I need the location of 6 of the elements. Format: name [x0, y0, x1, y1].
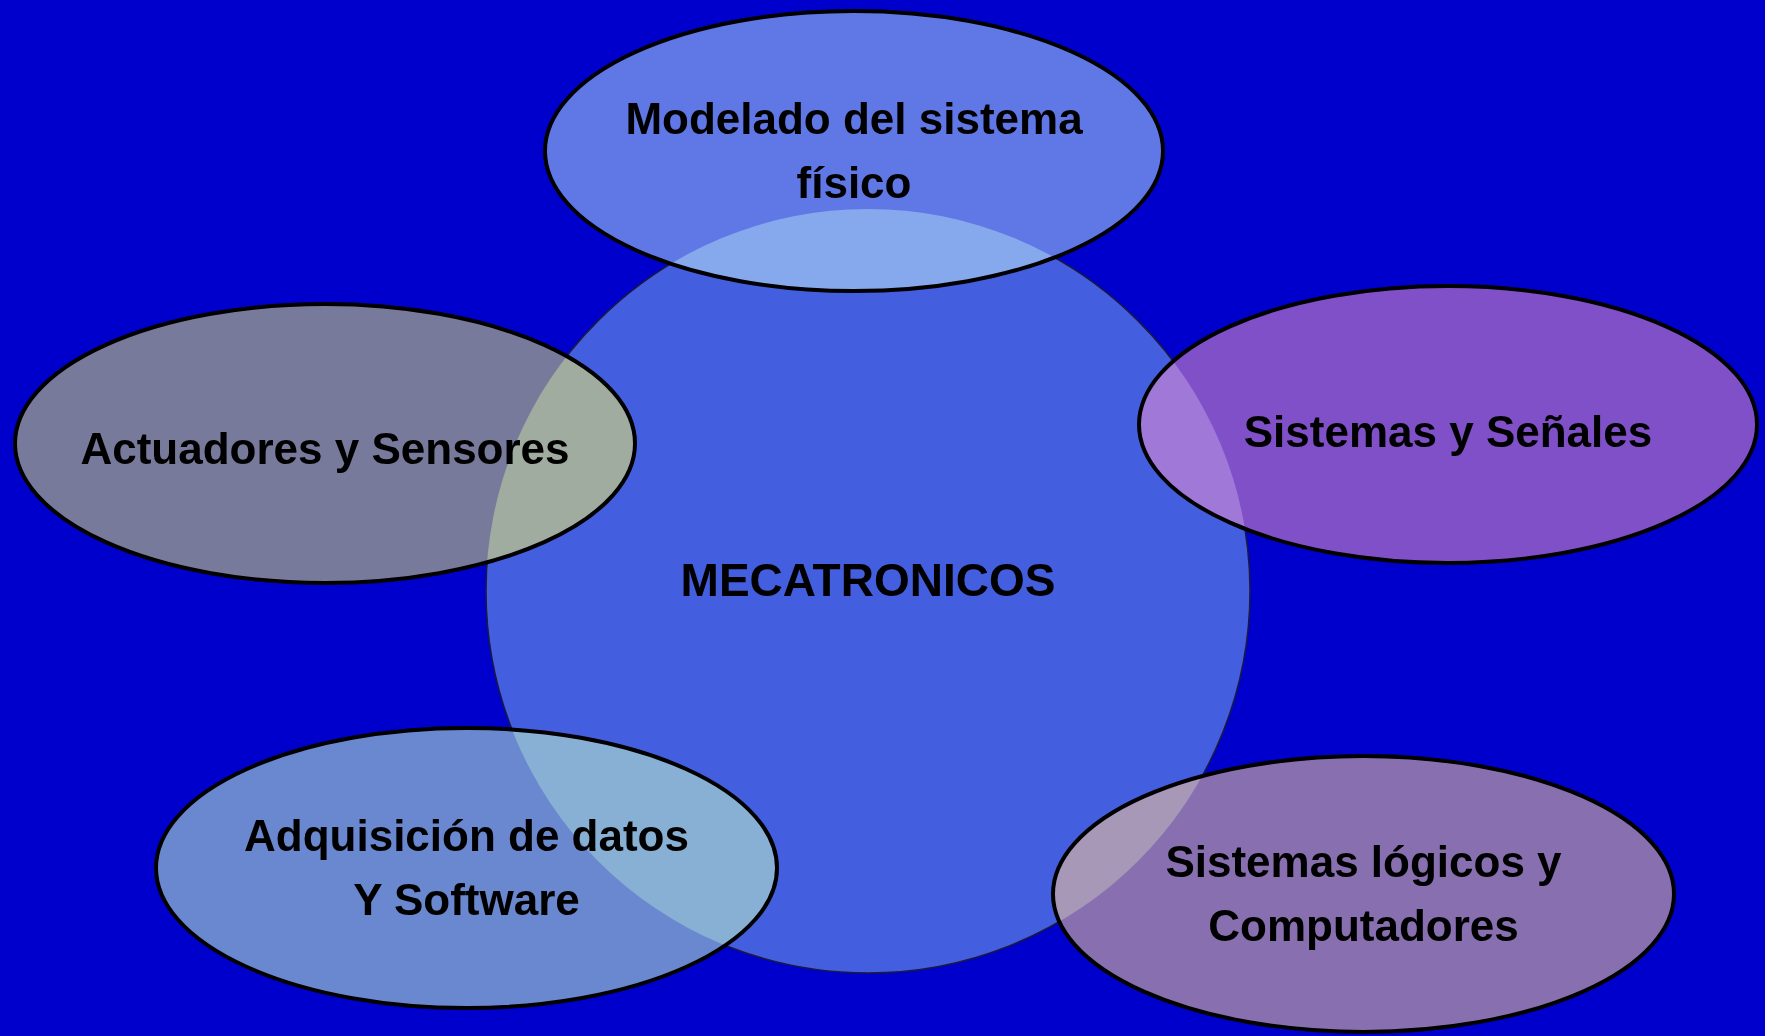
node-label: Adquisición de datos Y Software — [243, 810, 690, 926]
node-label: MECATRONICOS — [680, 553, 1056, 609]
node-label: Actuadores y Sensores — [80, 422, 570, 475]
node-label: Sistemas lógicos y Computadores — [1164, 836, 1563, 952]
node-label: Modelado del sistema físico — [624, 93, 1084, 209]
node-label: Sistemas y Señales — [1243, 405, 1653, 458]
